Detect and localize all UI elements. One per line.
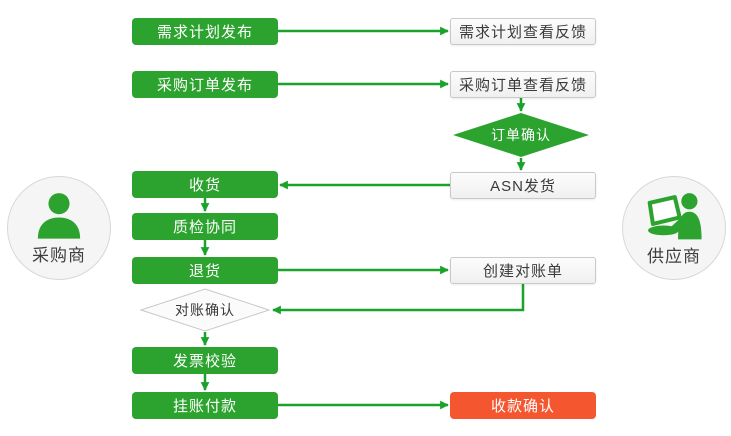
actor-supplier: 供应商	[622, 176, 726, 280]
node-req-plan-publish: 需求计划发布	[132, 18, 278, 45]
node-order-confirm-label: 订单确认	[491, 127, 551, 143]
actor-buyer: 采购商	[7, 176, 111, 280]
node-po-publish: 采购订单发布	[132, 71, 278, 98]
connector-statement-to-confirm	[272, 284, 525, 315]
node-qc-collab: 质检协同	[132, 213, 278, 240]
node-receive: 收货	[132, 171, 278, 198]
node-collection-confirm: 收款确认	[450, 392, 596, 419]
node-asn-ship: ASN发货	[450, 172, 596, 199]
node-order-confirm: 订单确认	[453, 113, 589, 157]
actor-buyer-label: 采购商	[32, 245, 86, 265]
node-statement-confirm: 对账确认	[140, 288, 270, 332]
person-laptop-icon	[647, 192, 702, 239]
node-book-payment: 挂账付款	[132, 392, 278, 419]
diamond-shape-green	[453, 113, 589, 157]
node-req-plan-feedback: 需求计划查看反馈	[450, 18, 596, 45]
node-invoice-check: 发票校验	[132, 347, 278, 374]
node-po-feedback: 采购订单查看反馈	[450, 71, 596, 98]
person-icon	[37, 192, 81, 239]
actor-supplier-label: 供应商	[647, 246, 701, 266]
node-statement-confirm-label: 对账确认	[175, 302, 235, 318]
diamond-shape-white	[140, 288, 270, 332]
node-return-goods: 退货	[132, 257, 278, 284]
node-create-statement: 创建对账单	[450, 257, 596, 284]
